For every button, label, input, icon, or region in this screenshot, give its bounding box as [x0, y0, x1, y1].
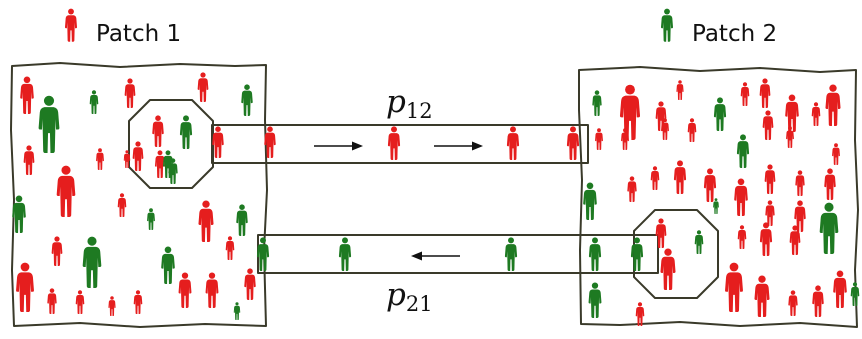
octagon-patch-1 [128, 99, 214, 189]
person-icon [583, 182, 597, 220]
person-icon [132, 141, 144, 171]
person-icon [785, 94, 799, 132]
rate-label-p21: p21 [386, 277, 433, 316]
person-icon [161, 246, 175, 284]
person-icon [754, 275, 770, 317]
person-icon [759, 78, 771, 108]
person-icon [619, 84, 641, 140]
person-icon [124, 78, 136, 108]
person-icon [117, 193, 127, 217]
person-icon [506, 126, 520, 160]
patch-1-label: Patch 1 [96, 21, 181, 47]
person-icon [811, 102, 821, 126]
person-icon [592, 90, 602, 116]
person-icon [824, 168, 836, 200]
person-icon [713, 97, 727, 131]
person-icon [825, 84, 841, 126]
person-icon [152, 115, 164, 147]
person-icon [812, 285, 824, 317]
person-icon [762, 110, 774, 140]
person-icon [566, 126, 580, 160]
person-icon [635, 302, 645, 326]
person-icon [241, 84, 253, 116]
person-icon [236, 204, 248, 236]
person-icon [179, 115, 193, 149]
person-icon [734, 178, 748, 216]
person-icon [833, 270, 847, 308]
person-icon [504, 237, 518, 271]
person-icon [233, 302, 241, 320]
person-icon [225, 236, 235, 260]
person-icon [687, 118, 697, 142]
person-icon [75, 290, 85, 314]
person-icon [197, 72, 209, 102]
person-icon [198, 200, 214, 242]
person-icon [765, 200, 775, 226]
person-icon [82, 236, 102, 288]
person-icon [832, 143, 840, 165]
person-icon [96, 148, 104, 170]
person-icon [595, 128, 603, 150]
person-icon [38, 95, 60, 153]
person-icon [740, 82, 750, 106]
person-icon [16, 262, 34, 312]
person-icon [676, 80, 684, 100]
arrow-icon [434, 141, 483, 151]
person-icon [764, 164, 776, 194]
person-icon [178, 272, 192, 308]
rate-label-p12: p12 [386, 84, 433, 123]
person-icon [64, 8, 78, 42]
person-icon [23, 145, 35, 175]
octagon-patch-2 [633, 209, 719, 299]
person-icon [786, 126, 794, 148]
person-icon [725, 262, 743, 312]
person-icon [650, 166, 660, 190]
person-icon [736, 134, 750, 168]
person-icon [694, 230, 704, 254]
arrow-icon [314, 141, 363, 151]
person-icon [205, 272, 219, 308]
person-icon [108, 296, 116, 316]
person-icon [133, 290, 143, 314]
person-icon [759, 222, 773, 256]
person-icon [47, 288, 57, 314]
person-icon [627, 176, 637, 202]
person-icon [850, 282, 860, 306]
person-icon [51, 236, 63, 266]
person-icon [660, 8, 674, 42]
person-icon [703, 168, 717, 202]
person-icon [244, 268, 256, 300]
patch-2-label: Patch 2 [692, 21, 777, 47]
patch-2-box [578, 66, 859, 328]
person-icon [795, 170, 805, 196]
person-icon [660, 248, 676, 290]
person-icon [20, 76, 34, 114]
person-icon [737, 225, 747, 249]
person-icon [788, 290, 798, 316]
person-icon [147, 208, 155, 230]
patch-1-box [10, 62, 268, 328]
arrow-icon [411, 251, 460, 261]
person-icon [338, 237, 352, 271]
person-icon [713, 198, 719, 214]
person-icon [588, 237, 602, 271]
legend-patch-1: Patch 1 [64, 8, 181, 47]
person-icon [819, 202, 839, 254]
person-icon [588, 282, 602, 318]
person-icon [387, 126, 401, 160]
person-icon [89, 90, 99, 114]
person-icon [673, 160, 687, 194]
person-icon [630, 237, 644, 271]
person-icon [56, 165, 76, 217]
legend-patch-2: Patch 2 [660, 8, 777, 47]
